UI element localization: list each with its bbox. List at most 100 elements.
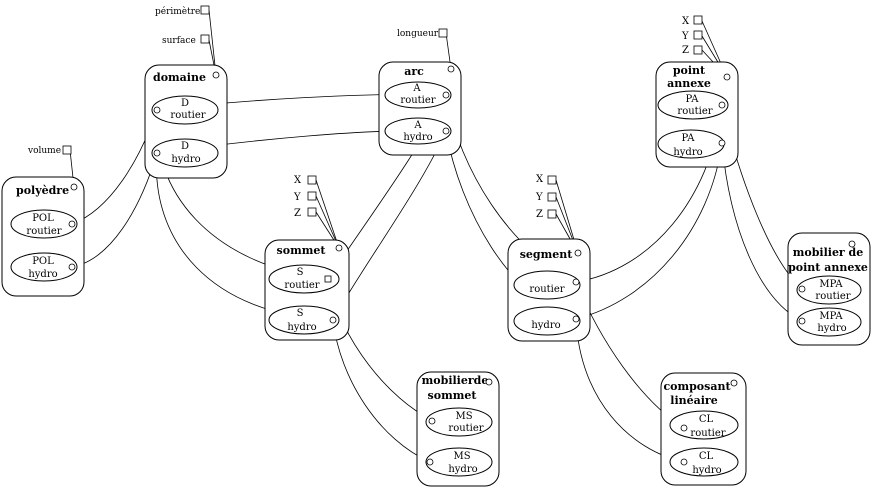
attr-s-y-label: Y (293, 192, 301, 203)
attr-volume-box (62, 145, 72, 155)
point-annexe-hydro-code: PA (681, 133, 695, 144)
point-annexe-title-line2: annexe (667, 77, 711, 90)
mobilier-point-annexe-routier-ellipse (796, 275, 862, 305)
segment-port (574, 249, 582, 257)
composant-lineaire-hydro-ellipse (669, 447, 739, 477)
arc-port (447, 65, 455, 73)
attr-s-z-box (307, 207, 317, 217)
attr-s-y-box (307, 191, 317, 201)
mobilier-point-annexe-routier-label: routier (815, 291, 850, 302)
attr-longueur-box (438, 28, 448, 38)
point-annexe-routier-label: routier (677, 106, 712, 117)
mobilier-point-annexe-hydro-port (798, 317, 806, 325)
entity-mobilier-point-annexe: mobilier de point annexe MPA routier MPA… (787, 232, 871, 346)
attr-longueur-label: longueur (397, 29, 439, 39)
arc-routier-code: A (412, 83, 421, 94)
entity-arc: arc A routier A hydro (378, 61, 462, 156)
link-pa-hydro-mpa-hydro (721, 142, 803, 322)
attr-seg-x-box (547, 175, 557, 185)
attr-seg-y-box (547, 192, 557, 202)
attr-pa-x-label: X (682, 16, 690, 27)
mobilier-point-annexe-title-line1: mobilier de (793, 246, 864, 259)
point-annexe-title-line1: point (673, 64, 706, 77)
entity-sommet: sommet S routier S hydro (264, 239, 350, 341)
mobilier-point-annexe-hydro-label: hydro (817, 323, 846, 334)
polyedre-routier-code: POL (32, 213, 54, 224)
point-annexe-hydro-label: hydro (673, 147, 702, 158)
polyedre-title: polyèdre (16, 184, 69, 197)
segment-routier-label: routier (529, 284, 564, 295)
mobilier-point-annexe-hydro-ellipse (796, 307, 862, 337)
domaine-routier-label: routier (170, 110, 205, 121)
composant-lineaire-routier-ellipse (669, 410, 739, 440)
polyedre-hydro-ellipse (10, 252, 78, 282)
attr-seg-z-box (547, 209, 557, 219)
mobilier-point-annexe-routier-port (798, 285, 806, 293)
segment-routier-ellipse (513, 270, 581, 300)
link-s-hydro-ms-hydro (332, 319, 431, 463)
sommet-hydro-label: hydro (287, 322, 316, 333)
sommet-routier-port (324, 275, 332, 283)
mobilier-sommet-hydro-ellipse (425, 447, 493, 477)
attr-perimetre-box (200, 5, 210, 15)
point-annexe-routier-port (718, 101, 726, 109)
arc-hydro-label: hydro (403, 132, 432, 143)
mobilier-point-annexe-hydro-code: MPA (819, 311, 843, 322)
sommet-routier-ellipse (268, 264, 340, 294)
polyedre-hydro-label: hydro (28, 269, 57, 280)
mobilier-sommet-routier-ellipse (425, 407, 493, 437)
arc-hydro-port (442, 127, 450, 135)
attributes: périmètre surface longueur volume X Y Z … (27, 5, 703, 220)
composant-lineaire-port (730, 379, 738, 387)
link-s-x (315, 179, 340, 249)
composant-lineaire-title-line1: composant (663, 380, 731, 393)
attr-s-z-label: Z (294, 208, 301, 219)
attr-surface-label: surface (162, 36, 196, 46)
attr-pa-y-box (693, 30, 703, 40)
mobilier-sommet-port (485, 378, 493, 386)
entity-composant-lineaire: composant linéaire CL routier CL hydro (660, 372, 747, 486)
composant-lineaire-hydro-code: CL (699, 451, 714, 462)
link-a-hydro-s-hydro (332, 130, 447, 321)
link-d-routier-pol-routier (71, 109, 158, 225)
mobilier-sommet-hydro-code: MS (453, 451, 470, 462)
sommet-title: sommet (277, 244, 327, 257)
mobilier-point-annexe-routier-code: MPA (819, 279, 843, 290)
composant-lineaire-hydro-port (680, 458, 688, 466)
attr-s-x-label: X (294, 175, 302, 186)
domaine-title: domaine (153, 71, 206, 84)
attr-seg-z-label: Z (536, 209, 543, 220)
entity-domaine: domaine D routier D hydro (144, 64, 228, 179)
entity-mobilier-sommet: mobilierde sommet MS routier MS hydro (416, 371, 500, 487)
segment-routier-port (572, 278, 580, 286)
segment-hydro-label: hydro (531, 320, 560, 331)
polyedre-hydro-code: POL (32, 256, 54, 267)
point-annexe-routier-code: PA (685, 94, 699, 105)
domaine-hydro-ellipse (151, 138, 219, 168)
attr-volume-label: volume (27, 146, 61, 156)
attr-seg-y-label: Y (535, 192, 543, 203)
attr-pa-z-label: Z (682, 45, 689, 56)
polyedre-hydro-port (68, 263, 76, 271)
arc-hydro-ellipse (384, 117, 452, 145)
sommet-hydro-ellipse (268, 305, 340, 335)
attr-perimetre-label: périmètre (155, 6, 200, 17)
arc-routier-ellipse (384, 81, 452, 109)
mobilier-sommet-title-line1: mobilierde (422, 374, 489, 387)
sommet-port (335, 244, 343, 252)
attr-surface-box (200, 34, 210, 44)
polyedre-routier-label: routier (26, 226, 61, 237)
domaine-routier-port (153, 106, 161, 114)
arc-title: arc (404, 65, 424, 78)
composant-lineaire-hydro-label: hydro (692, 465, 721, 476)
polyedre-routier-port (68, 220, 76, 228)
domaine-routier-ellipse (151, 95, 219, 125)
domaine-port (212, 71, 220, 79)
point-annexe-hydro-port (718, 139, 726, 147)
link-perimetre (208, 9, 217, 76)
attr-seg-x-label: X (536, 174, 544, 185)
domaine-hydro-code: D (181, 141, 189, 152)
segment-title: segment (520, 248, 574, 261)
mobilier-sommet-title-line2: sommet (428, 389, 478, 402)
